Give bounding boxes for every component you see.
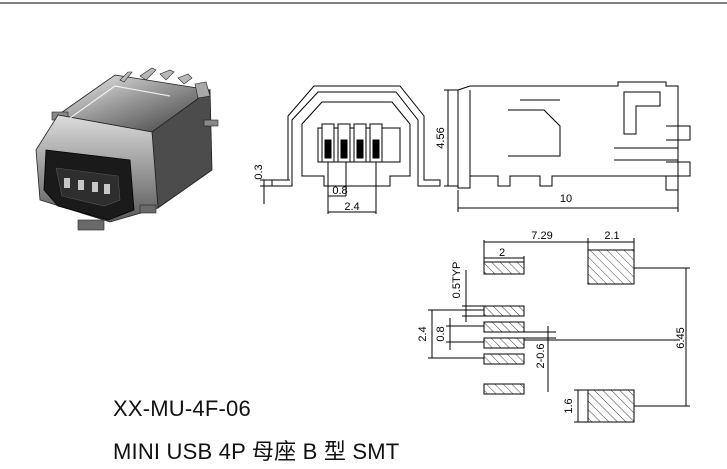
front-view <box>260 85 441 214</box>
pad-rect <box>483 337 525 349</box>
pad-rect <box>483 353 525 365</box>
dim-pin-pitch: 0.8 <box>332 185 347 197</box>
dim-length: 10 <box>560 193 572 205</box>
dim-flange-thickness: 0.3 <box>253 164 265 179</box>
dim-pad-span-x: 7.29 <box>531 230 552 242</box>
dim-pad-group-span: 2.4 <box>417 326 429 341</box>
side-view <box>444 81 691 212</box>
connector-3d-render <box>35 67 219 231</box>
part-number-title: XX-MU-4F-06 <box>113 396 251 421</box>
pad-rect <box>483 383 525 395</box>
dim-pad-width: 0.5TYP <box>451 262 463 299</box>
dim-height: 4.56 <box>435 127 447 148</box>
dim-pin-span: 2.4 <box>344 201 359 213</box>
dim-pad-pitch: 0.8 <box>435 326 447 341</box>
dim-pad-gap: 2-0.6 <box>535 343 547 368</box>
dim-pad-length: 2 <box>499 247 505 259</box>
pcb-layout <box>428 238 690 423</box>
dim-overall-height: 6.45 <box>675 327 687 348</box>
dim-shell-pad-height: 1.6 <box>563 398 575 413</box>
shell-pad <box>587 389 635 423</box>
pad-rect <box>483 321 525 333</box>
dim-shell-pad-width: 2.1 <box>604 230 619 242</box>
pad-rect <box>483 305 525 317</box>
shell-pad <box>587 249 635 285</box>
part-description-title: MINI USB 4P 母座 B 型 SMT <box>113 439 400 464</box>
pad-rect <box>483 261 525 275</box>
